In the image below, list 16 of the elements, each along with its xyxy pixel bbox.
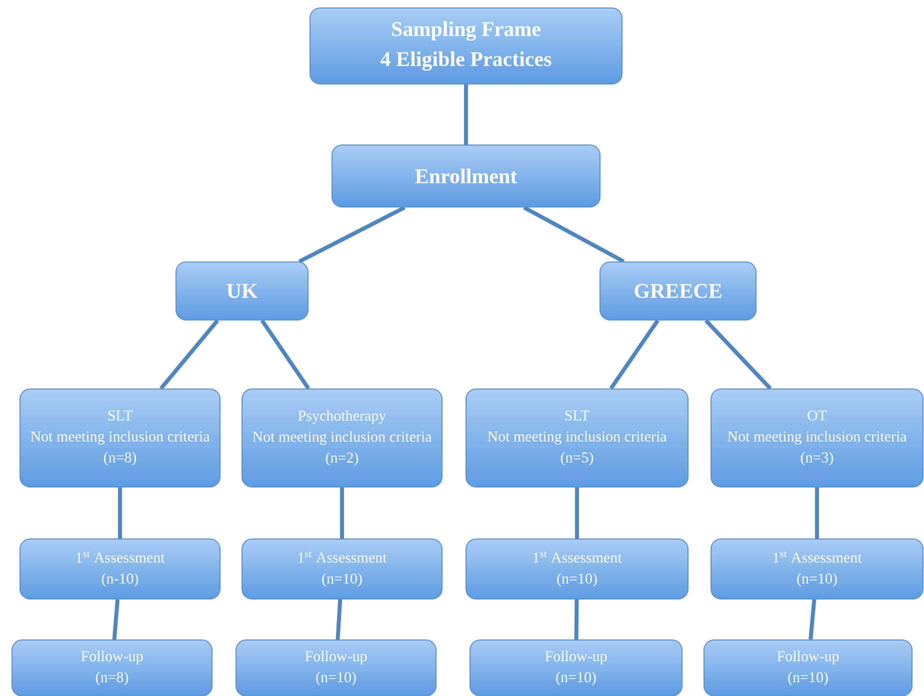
process-box: Psychotherapy Not meeting inclusion criteria (n=2) <box>242 388 442 488</box>
process-box: UK <box>176 262 308 320</box>
process-box: Enrollment <box>332 144 600 208</box>
process-box: SLT Not meeting inclusion criteria (n=5) <box>466 388 688 488</box>
process-box: Follow-up (n=10) <box>470 640 682 696</box>
process-box: 1$^{st}$ Assessment (n-10) <box>20 538 220 600</box>
process-box: 1$^{st}$ Assessment (n=10) <box>242 538 442 600</box>
title-box: Sampling Frame 4 Eligible Practices <box>310 8 622 84</box>
process-box: OT Not meeting inclusion criteria (n=3) <box>710 388 924 488</box>
process-box: Follow-up (n=10) <box>704 640 912 696</box>
process-box: Follow-up (n=10) <box>236 640 436 696</box>
process-box: 1$^{st}$ Assessment (n=10) <box>466 538 688 600</box>
process-box: 1$^{st}$ Assessment (n=10) <box>710 538 924 600</box>
process-box: SLT Not meeting inclusion criteria (n=8) <box>20 388 220 488</box>
process-box: Follow-up (n=8) <box>12 640 212 696</box>
process-box: GREECE <box>600 262 756 320</box>
